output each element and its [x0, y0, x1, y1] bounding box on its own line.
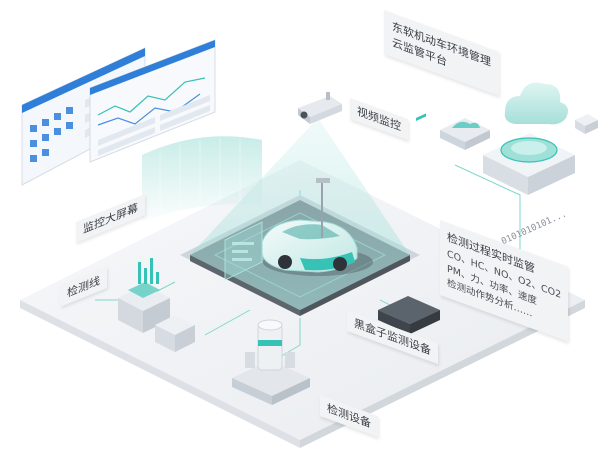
- detection-line-devices: [118, 258, 195, 352]
- sensor-pole: [316, 178, 330, 238]
- camera-device: [298, 92, 342, 124]
- dashboard-screen-right: [89, 39, 216, 163]
- cloud-server: [440, 82, 598, 195]
- detection-device-unit: [232, 319, 310, 405]
- car-illustration: [261, 219, 373, 276]
- blackbox-device: [378, 113, 440, 334]
- monitor-curtain: [142, 136, 262, 222]
